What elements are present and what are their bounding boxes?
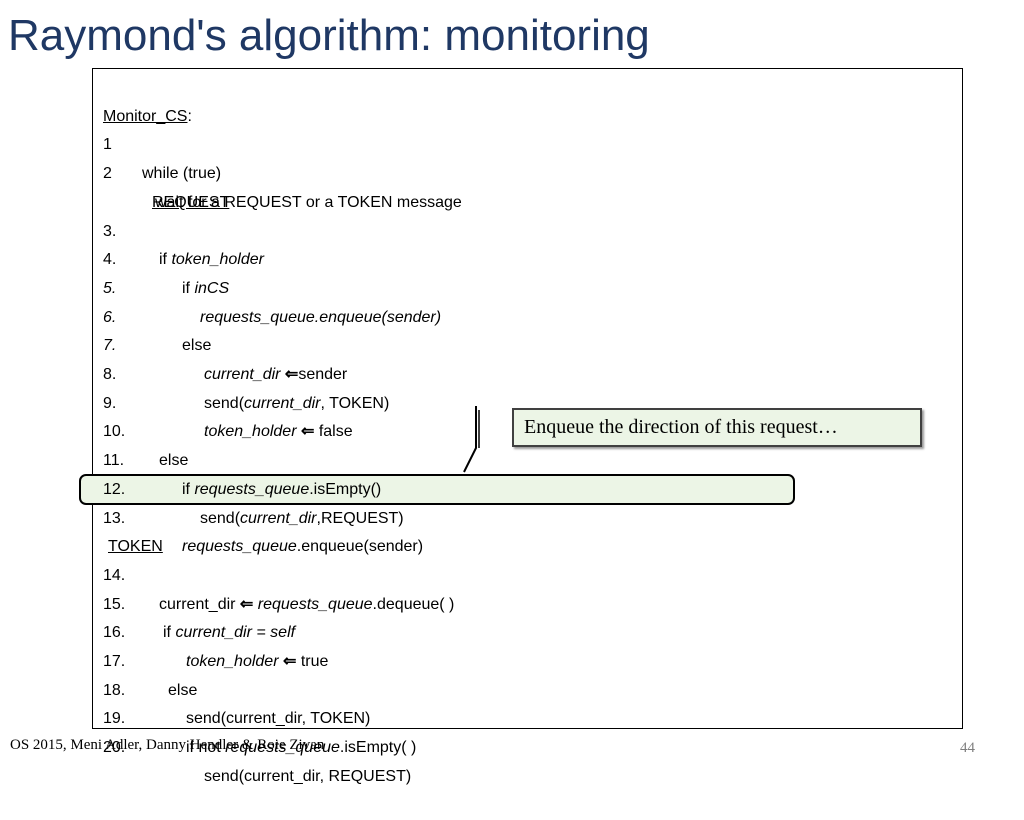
code-line-1: 1 while (true) bbox=[103, 136, 222, 183]
callout-pointer bbox=[463, 406, 480, 473]
code-line-3: 3. if token_holder bbox=[103, 222, 264, 269]
left-arrow-icon: ⇐ bbox=[239, 595, 254, 613]
code-line-13: 13. requests_queue.enqueue(sender) bbox=[103, 509, 424, 556]
left-arrow-icon: ⇐ bbox=[284, 366, 299, 383]
code-line-8: 8. send(current_dir, TOKEN) bbox=[103, 366, 390, 412]
code-line-18: 18. send(current_dir, TOKEN) bbox=[103, 681, 371, 728]
code-line-19: 19. if not requests_queue.isEmpty( ) bbox=[103, 710, 417, 757]
code-line-9: 9. token_holder ⇐ false bbox=[103, 394, 353, 441]
highlighted-line-13 bbox=[79, 474, 795, 505]
page-number: 44 bbox=[960, 740, 975, 756]
code-line-20: 20. send(current_dir, REQUEST) bbox=[103, 739, 412, 785]
left-arrow-icon: ⇐ bbox=[282, 653, 297, 670]
pseudocode-box: Monitor_CS: 1 while (true) 2 wait for a … bbox=[79, 68, 963, 785]
code-line-7: 7. current_dir ⇐sender bbox=[103, 337, 348, 383]
monitor-cs-label: Monitor_CS bbox=[103, 107, 188, 125]
code-line-10: 10. else bbox=[103, 423, 189, 470]
code-line-15: 15. if current_dir = self bbox=[103, 595, 296, 642]
request-section-label: REQUEST bbox=[152, 193, 230, 211]
slide-title: Raymond's algorithm: monitoring bbox=[8, 11, 650, 60]
code-heading: Monitor_CS: bbox=[103, 107, 192, 125]
code-line-12: 12. send(current_dir,REQUEST) bbox=[103, 480, 404, 527]
code-line-6: 6. else bbox=[103, 308, 212, 355]
code-line-4: 4. if inCS bbox=[103, 251, 230, 297]
code-line-16: 16. token_holder ⇐ true bbox=[103, 624, 329, 670]
code-line-5: 5. requests_queue.enqueue(sender) bbox=[103, 279, 442, 326]
code-line-14: 14. current_dir ⇐ requests_queue.dequeue… bbox=[103, 566, 455, 613]
token-section-label: TOKEN bbox=[108, 538, 163, 556]
slide-footer: OS 2015, Meni Adler, Danny Hendler & Roi… bbox=[10, 737, 325, 753]
code-line-11: 11. if requests_queue.isEmpty() bbox=[103, 452, 382, 498]
callout-box: Enqueue the direction of this request… bbox=[512, 408, 922, 447]
code-line-2: 2 wait for a REQUEST or a TOKEN message bbox=[103, 165, 462, 211]
code-line-17: 17. else bbox=[103, 653, 198, 699]
left-arrow-icon: ⇐ bbox=[300, 423, 315, 441]
